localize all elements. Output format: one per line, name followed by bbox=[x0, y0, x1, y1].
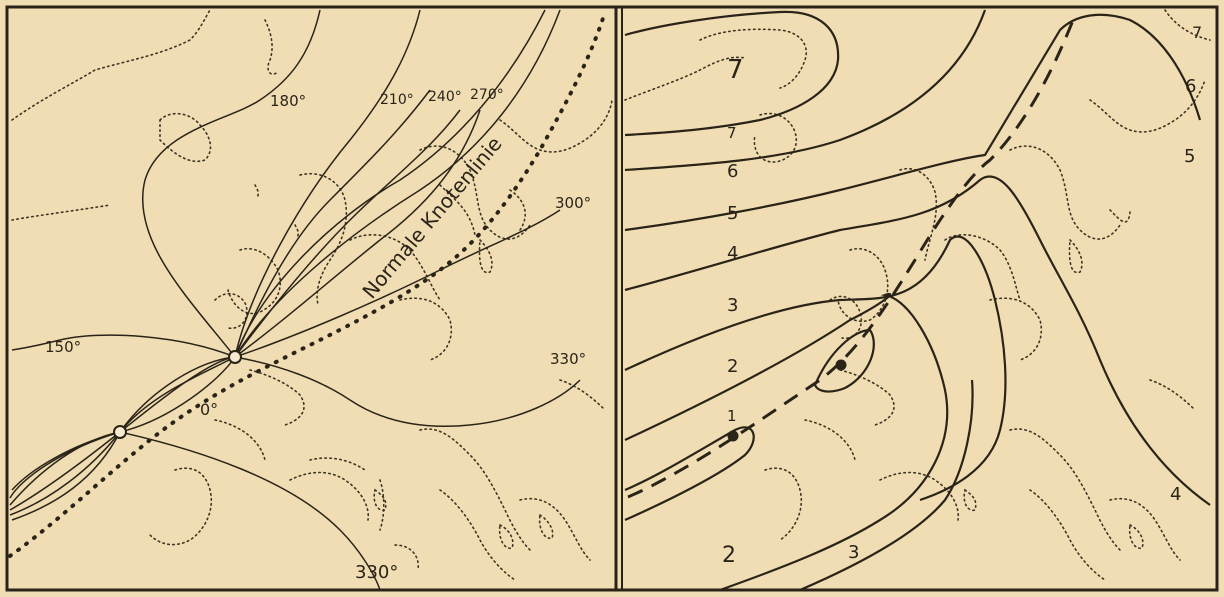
right-coastlines bbox=[624, 9, 1211, 581]
contour-label-7: 7 bbox=[727, 124, 737, 142]
nodal-line bbox=[8, 10, 607, 558]
contour-label-7-top: 7 bbox=[727, 55, 744, 85]
minimum-point-1 bbox=[727, 430, 739, 442]
contour-label-4-right: 4 bbox=[1170, 484, 1181, 505]
contour-label-3-lower: 3 bbox=[848, 542, 859, 563]
contour-label-6-right: 6 bbox=[1185, 76, 1196, 97]
contour-label-1: 1 bbox=[727, 407, 737, 425]
contour-label-4: 4 bbox=[727, 243, 738, 264]
minimum-axis-line bbox=[627, 14, 1077, 499]
amphidromic-point-1 bbox=[228, 350, 242, 364]
contour-label-6: 6 bbox=[727, 161, 738, 182]
contour-label-5-right: 5 bbox=[1184, 146, 1195, 167]
right-contour-labels: 7 7 6 5 4 3 2 1 2 3 7 6 5 4 bbox=[722, 23, 1202, 568]
phase-label-180: 180° bbox=[270, 92, 306, 110]
right-corange-lines bbox=[624, 9, 1211, 592]
contour-label-5: 5 bbox=[727, 203, 738, 224]
phase-label-300: 300° bbox=[555, 194, 591, 212]
contour-label-2: 2 bbox=[727, 356, 738, 377]
contour-label-3: 3 bbox=[727, 295, 738, 316]
left-map-panel: 180° 210° 240° 270° 300° 150° 330° 0° 33… bbox=[8, 9, 613, 591]
nodal-line-label: Normale Knotenlinie bbox=[357, 132, 506, 303]
phase-label-0: 0° bbox=[200, 400, 218, 419]
left-coastlines bbox=[11, 9, 613, 581]
right-map-panel: 7 7 6 5 4 3 2 1 2 3 7 6 5 4 bbox=[624, 9, 1211, 592]
phase-label-210: 210° bbox=[380, 92, 414, 108]
phase-label-150: 150° bbox=[45, 338, 81, 356]
left-cotidal-lines bbox=[9, 9, 581, 591]
figure-border bbox=[5, 5, 1219, 592]
phase-label-330-lower: 330° bbox=[355, 562, 398, 583]
amphidromic-point-2 bbox=[113, 425, 127, 439]
phase-label-330-upper: 330° bbox=[550, 350, 586, 368]
phase-label-270: 270° bbox=[470, 87, 504, 103]
phase-label-240: 240° bbox=[428, 89, 462, 105]
contour-label-7-right: 7 bbox=[1192, 23, 1202, 42]
contour-label-2-lower: 2 bbox=[722, 543, 736, 568]
minimum-point-2 bbox=[835, 359, 847, 371]
